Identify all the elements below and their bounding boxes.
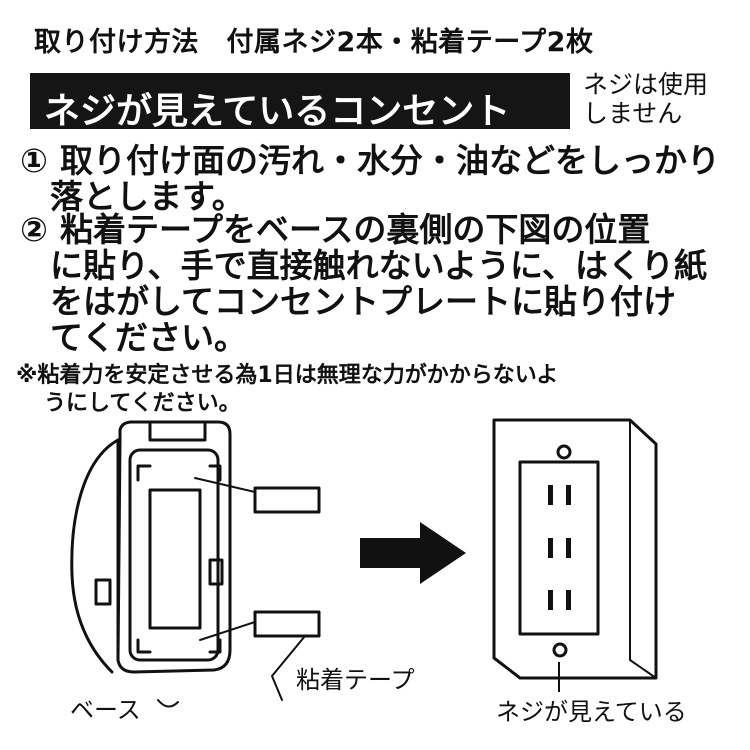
step-line: をはがしてコンセントプレートに貼り付け [50,282,677,321]
side-note: ネジは使用 しません [583,70,743,128]
page-title: 取り付け方法 付属ネジ2本・粘着テープ2枚 [34,27,594,58]
section-banner-label: ネジが見えているコンセント [44,91,511,132]
step-1: ① 取り付け面の汚れ・水分・油などをしっかり 落とします。 [20,143,740,215]
step-line: 落とします。 [50,177,245,216]
step-number: ② [20,210,48,249]
note-line: ※粘着力を安定させる為1日は無理な力がかからないよ [16,363,559,388]
base-illustration [116,420,232,674]
step-number: ① [20,141,48,180]
step-line: 取り付け面の汚れ・水分・油などをしっかり [60,141,720,180]
screw-icon [556,444,572,460]
tape-label: 粘着テープ [296,666,415,694]
side-note-line: しません [583,99,683,128]
side-note-line: ネジは使用 [583,70,709,99]
screw-icon [552,642,568,658]
tape-strip-top [253,486,321,514]
caution-note: ※粘着力を安定させる為1日は無理な力がかからないよ うにしてください。 [16,362,736,418]
step-line: に貼り、手で直接触れないように、はくり紙 [50,246,708,285]
step-2: ② 粘着テープをベースの裏側の下図の位置 に貼り、手で直接触れないように、はくり… [20,212,740,356]
arrow-right-icon [360,522,466,584]
outlet-plate-illustration [492,418,658,680]
tape-strip-bottom [253,610,321,638]
step-line: てください。 [50,318,248,357]
section-banner: ネジが見えているコンセント [30,73,570,132]
note-line: うにしてください。 [44,391,241,416]
outlet-label: ネジが見えている [496,698,687,726]
base-label: ベース [70,696,141,724]
base-side-illustration [70,438,120,674]
step-line: 粘着テープをベースの裏側の下図の位置 [60,210,651,249]
